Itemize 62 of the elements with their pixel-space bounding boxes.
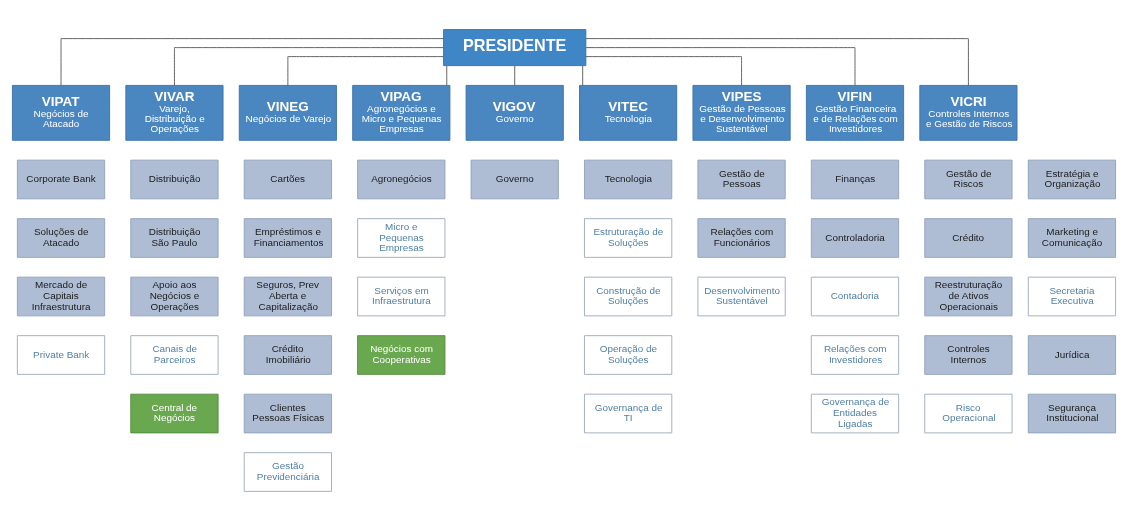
node-box: Gestão de Pessoas: [697, 159, 786, 200]
node-box: Reestruturação de Ativos Operacionais: [924, 276, 1013, 317]
connector: [585, 56, 742, 86]
node-box: Contadoria: [810, 276, 900, 317]
node-box: Crédito: [924, 218, 1013, 258]
connector: [514, 65, 516, 86]
node-box: Jurídica: [1027, 335, 1117, 375]
node-box: Mercado de Capitais Infraestrutura: [16, 276, 106, 317]
node-box: Cartões: [243, 159, 332, 200]
node-box: Finanças: [810, 159, 900, 200]
node-box: Distribuição: [130, 159, 219, 200]
connector: [174, 47, 444, 86]
node-box: Risco Operacional: [924, 393, 1013, 434]
node-box: Soluções de Atacado: [16, 218, 106, 258]
node-box: Crédito Imobiliário: [243, 335, 332, 375]
node-box: Relações com Funcionários: [697, 218, 786, 258]
node-box: Marketing e Comunicação: [1027, 218, 1117, 258]
node-box: Estruturação de Soluções: [584, 218, 673, 258]
node-box: VIPAG Agronegócios e Micro e Pequenas Empresas: [352, 84, 451, 141]
node-box: Empréstimos e Financiamentos: [243, 218, 332, 258]
node-box: VIFIN Gestão Financeira e de Relações com Investidores: [805, 84, 905, 141]
connector: [585, 38, 969, 86]
node-box: PRESIDENTE: [443, 29, 587, 67]
node-box: Segurança Institucional: [1027, 393, 1117, 434]
node-box: VICRI Controles Internos e Gestão de Riscos: [919, 84, 1018, 141]
connector: [585, 47, 856, 86]
node-box: Tecnologia: [584, 159, 673, 200]
node-box: Governança de Entidades Ligadas: [810, 393, 900, 434]
node-box: VIGOV Governo: [465, 84, 564, 141]
node-box: VITEC Tecnologia: [579, 84, 678, 141]
node-box: VIPAT Negócios de Atacado: [11, 84, 111, 141]
node-box: Central de Negócios: [130, 393, 219, 434]
node-box: Controladoria: [810, 218, 900, 258]
node-box: Secretaria Executiva: [1027, 276, 1117, 317]
node-box: Apoio aos Negócios e Operações: [130, 276, 219, 317]
node-box: Negócios com Cooperativas: [357, 335, 446, 375]
node-box: VIPES Gestão de Pessoas e Desenvolvimento Sustentável: [692, 84, 791, 141]
node-box: Gestão de Riscos: [924, 159, 1013, 200]
node-box: Corporate Bank: [16, 159, 106, 200]
connector: [60, 38, 444, 86]
node-box: Estratégia e Organização: [1027, 159, 1117, 200]
node-box: Serviços em Infraestrutura: [357, 276, 446, 317]
node-box: Clientes Pessoas Físicas: [243, 393, 332, 434]
node-box: Seguros, Prev Aberta e Capitalização: [243, 276, 332, 317]
node-box: Governo: [470, 159, 559, 200]
connector: [582, 65, 584, 86]
node-box: Micro e Pequenas Empresas: [357, 218, 446, 258]
node-box: Operação de Soluções: [584, 335, 673, 375]
node-box: Private Bank: [16, 335, 106, 375]
node-box: VINEG Negócios de Varejo: [238, 84, 337, 141]
node-box: Agronegócios: [357, 159, 446, 200]
node-box: Construção de Soluções: [584, 276, 673, 317]
node-box: Governança de TI: [584, 393, 673, 434]
node-box: Gestão Previdenciária: [243, 452, 332, 492]
node-box: VIVAR Varejo, Distribuição e Operações: [125, 84, 224, 141]
connector: [287, 56, 444, 86]
connector: [446, 65, 448, 86]
node-box: Distribuição São Paulo: [130, 218, 219, 258]
node-box: Desenvolvimento Sustentável: [697, 276, 786, 317]
node-box: Relações com Investidores: [810, 335, 900, 375]
node-box: Controles Internos: [924, 335, 1013, 375]
node-box: Canais de Parceiros: [130, 335, 219, 375]
